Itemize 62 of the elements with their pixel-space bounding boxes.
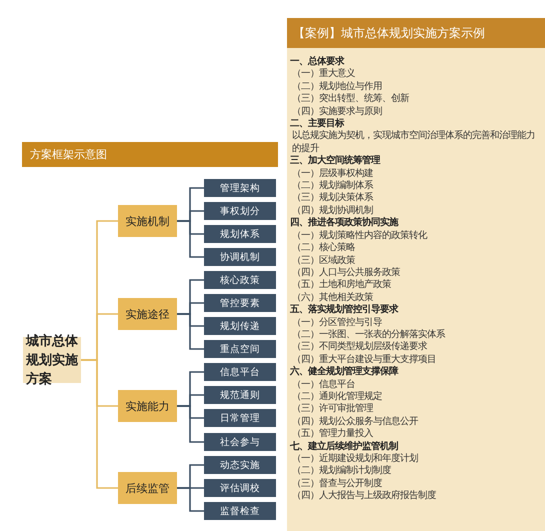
category-box: 实施机制 <box>118 205 177 237</box>
list-item: （二）核心策略 <box>291 242 356 254</box>
list-item: （四）实施要求与原则 <box>291 106 383 118</box>
item-box: 核心政策 <box>204 271 276 289</box>
item-box: 评估调校 <box>204 479 276 497</box>
list-item: （三）突出转型、统筹、创新 <box>291 93 410 106</box>
connector-line <box>177 220 204 258</box>
section-heading: 一、总体要求 <box>290 56 346 68</box>
list-item: （一）规划策略性内容的政策转化 <box>291 230 428 242</box>
list-item: （三）规划决策体系 <box>291 192 374 205</box>
list-item: （三）许可审批管理 <box>291 403 374 416</box>
item-box: 社会参与 <box>204 433 276 451</box>
list-item: （四）规划公众服务与信息公开 <box>291 416 419 428</box>
title-band: 方案框架示意图 <box>22 142 278 167</box>
list-item: （二）规划编制体系 <box>291 180 374 192</box>
section-heading: 二、主要目标 <box>290 118 346 130</box>
connector-line <box>81 359 118 489</box>
item-box: 动态实施 <box>204 456 276 474</box>
item-box: 规范通则 <box>204 386 276 404</box>
case-panel <box>287 18 545 531</box>
list-item: （三）区域政策 <box>291 254 356 267</box>
item-box: 重点空间 <box>204 340 276 358</box>
list-item: （四）人口与公共服务政策 <box>291 266 401 279</box>
connector-line <box>177 313 204 350</box>
item-box: 规划体系 <box>204 225 276 243</box>
list-item: （一）层级事权构建 <box>291 168 374 180</box>
connector-line <box>177 405 204 443</box>
item-box: 日常管理 <box>204 409 276 427</box>
section-heading: 四、推进各项政策协同实施 <box>290 217 400 230</box>
list-item: 以总规实施为契机，实现城市空间治理体系的完善和治理能力的提升 <box>291 130 536 154</box>
section-heading: 六、健全规划管理支撑保障 <box>290 366 400 379</box>
list-item: （一）信息平台 <box>291 378 356 391</box>
list-item: （一）近期建设规划和年度计划 <box>291 453 419 465</box>
item-box: 管理架构 <box>204 179 276 197</box>
item-box: 信息平台 <box>204 363 276 381</box>
list-item: （一）分区管控与引导 <box>291 316 383 329</box>
section-heading: 七、建立后续维护监管机制 <box>290 440 399 453</box>
list-item: （四）人大报告与上级政府报告制度 <box>291 490 437 503</box>
header-band: 【案例】城市总体规划实施方案示例 <box>287 18 545 48</box>
item-box: 协调机制 <box>204 248 276 266</box>
list-item: （三）督查与公开制度 <box>291 478 383 490</box>
category-box: 实施途径 <box>118 298 177 330</box>
list-item: （三）不同类型规划层级传递要求 <box>291 341 428 354</box>
item-box: 规划传递 <box>204 317 276 335</box>
list-item: （二）通则化管理规定 <box>291 390 383 403</box>
section-heading: 五、落实规划管控引导要求 <box>290 304 400 317</box>
list-item: （一）重大意义 <box>291 68 356 81</box>
list-item: （二）规划编制计划制度 <box>291 465 392 478</box>
connector-line <box>177 487 204 512</box>
item-box: 事权划分 <box>204 202 276 220</box>
category-box: 实施能力 <box>118 390 177 422</box>
list-item: （二）一张图、一张表的分解落实体系 <box>291 328 446 341</box>
list-item: （四）规划协调机制 <box>291 204 374 217</box>
list-item: （四）重大平台建设与重大支撑项目 <box>291 354 437 366</box>
item-box: 监督检查 <box>204 502 276 520</box>
category-box: 后续监管 <box>118 472 177 504</box>
section-heading: 三、加大空间统筹管理 <box>290 155 382 168</box>
list-item: （五）土地和房地产政策 <box>291 279 392 292</box>
list-item: （六）其他相关政策 <box>291 292 374 304</box>
item-box: 管控要素 <box>204 294 276 312</box>
list-item: （二）规划地位与作用 <box>291 80 383 93</box>
list-item: （五）管理力量投入 <box>291 428 374 440</box>
